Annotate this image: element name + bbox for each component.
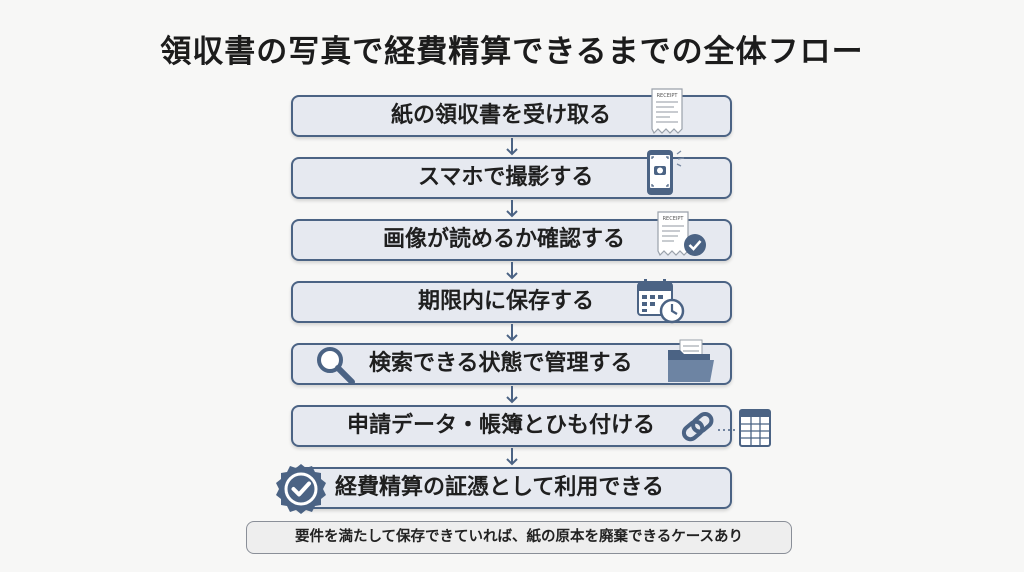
disposal-note: 要件を満たして保存できていれば、紙の原本を廃棄できるケースあり <box>246 521 792 554</box>
receipt-heading: RECEIPT <box>663 216 685 222</box>
verified-badge-icon <box>276 464 326 514</box>
receipt-icon: RECEIPT <box>651 88 683 134</box>
calendar-clock-icon <box>637 279 685 324</box>
flow-step-link-to-ledger: 申請データ・帳簿とひも付ける <box>291 405 732 447</box>
page-title: 領収書の写真で経費精算できるまでの全体フロー <box>160 34 864 70</box>
receipt-heading: RECEIPT <box>657 93 679 99</box>
flow-arrow <box>506 448 518 466</box>
ledger-icon <box>739 409 771 447</box>
flow-arrow <box>506 386 518 404</box>
flow-arrow <box>506 200 518 218</box>
flow-arrow <box>506 262 518 280</box>
step-label: 期限内に保存する <box>418 289 595 314</box>
flow-step-searchable-management: 検索できる状態で管理する <box>291 343 732 385</box>
flow-step-use-as-evidence: 経費精算の証憑として利用できる <box>291 467 732 509</box>
step-label: 検索できる状態で管理する <box>369 351 633 376</box>
receipt-check-icon: RECEIPT <box>657 211 706 257</box>
step-label: 画像が読めるか確認する <box>383 227 626 252</box>
link-icon <box>681 412 736 442</box>
step-label: 経費精算の証憑として利用できる <box>335 475 664 500</box>
step-label: 申請データ・帳簿とひも付ける <box>347 413 656 438</box>
flow-arrow <box>506 324 518 342</box>
search-icon <box>317 347 355 385</box>
step-label: スマホで撮影する <box>418 165 594 190</box>
smartphone-camera-icon <box>647 150 685 195</box>
flow-arrow <box>506 138 518 156</box>
step-label: 紙の領収書を受け取る <box>391 103 612 128</box>
folder-icon <box>668 339 714 382</box>
